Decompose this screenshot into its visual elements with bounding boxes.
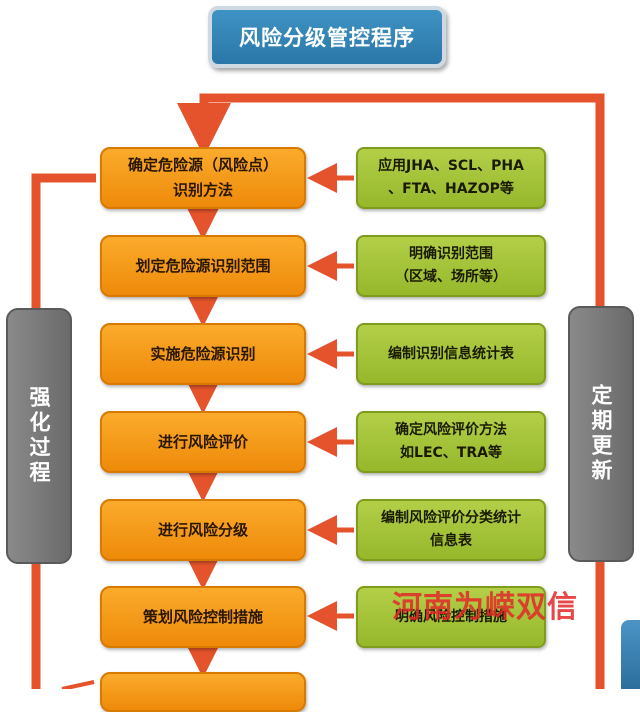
loop-right-top xyxy=(177,93,605,306)
step-define-scope: 划定危险源识别范围 xyxy=(100,235,306,297)
step-risk-grading: 进行风险分级 xyxy=(100,499,306,561)
diagram-title: 风险分级管控程序 xyxy=(208,6,446,68)
step-identify-method: 确定危险源（风险点） 识别方法 xyxy=(100,147,306,209)
note-statistics-table: 编制识别信息统计表 xyxy=(356,323,546,385)
step-risk-evaluation: 进行风险评价 xyxy=(100,411,306,473)
cropped-blue-box xyxy=(621,620,640,689)
step-plan-controls: 策划风险控制措施 xyxy=(100,586,306,648)
watermark-text: 河南为嵘双信 xyxy=(392,590,578,625)
step-next-partial xyxy=(100,672,306,712)
note-classification-table: 编制风险评价分类统计 信息表 xyxy=(356,499,546,561)
note-evaluation-method: 确定风险评价方法 如LEC、TRA等 xyxy=(356,411,546,473)
side-label-strengthen-process: 强化过程 xyxy=(6,308,72,564)
note-methods: 应用JHA、SCL、PHA 、FTA、HAZOP等 xyxy=(356,147,546,209)
arrow-left-bottom xyxy=(61,680,95,689)
flow-connectors xyxy=(31,93,605,689)
step-implement-identification: 实施危险源识别 xyxy=(100,323,306,385)
note-scope: 明确识别范围 （区域、场所等） xyxy=(356,235,546,297)
loop-left-top xyxy=(31,173,96,308)
side-label-periodic-update: 定期更新 xyxy=(568,306,634,562)
note-control-measures: 明确风险控制措施 xyxy=(356,586,546,648)
